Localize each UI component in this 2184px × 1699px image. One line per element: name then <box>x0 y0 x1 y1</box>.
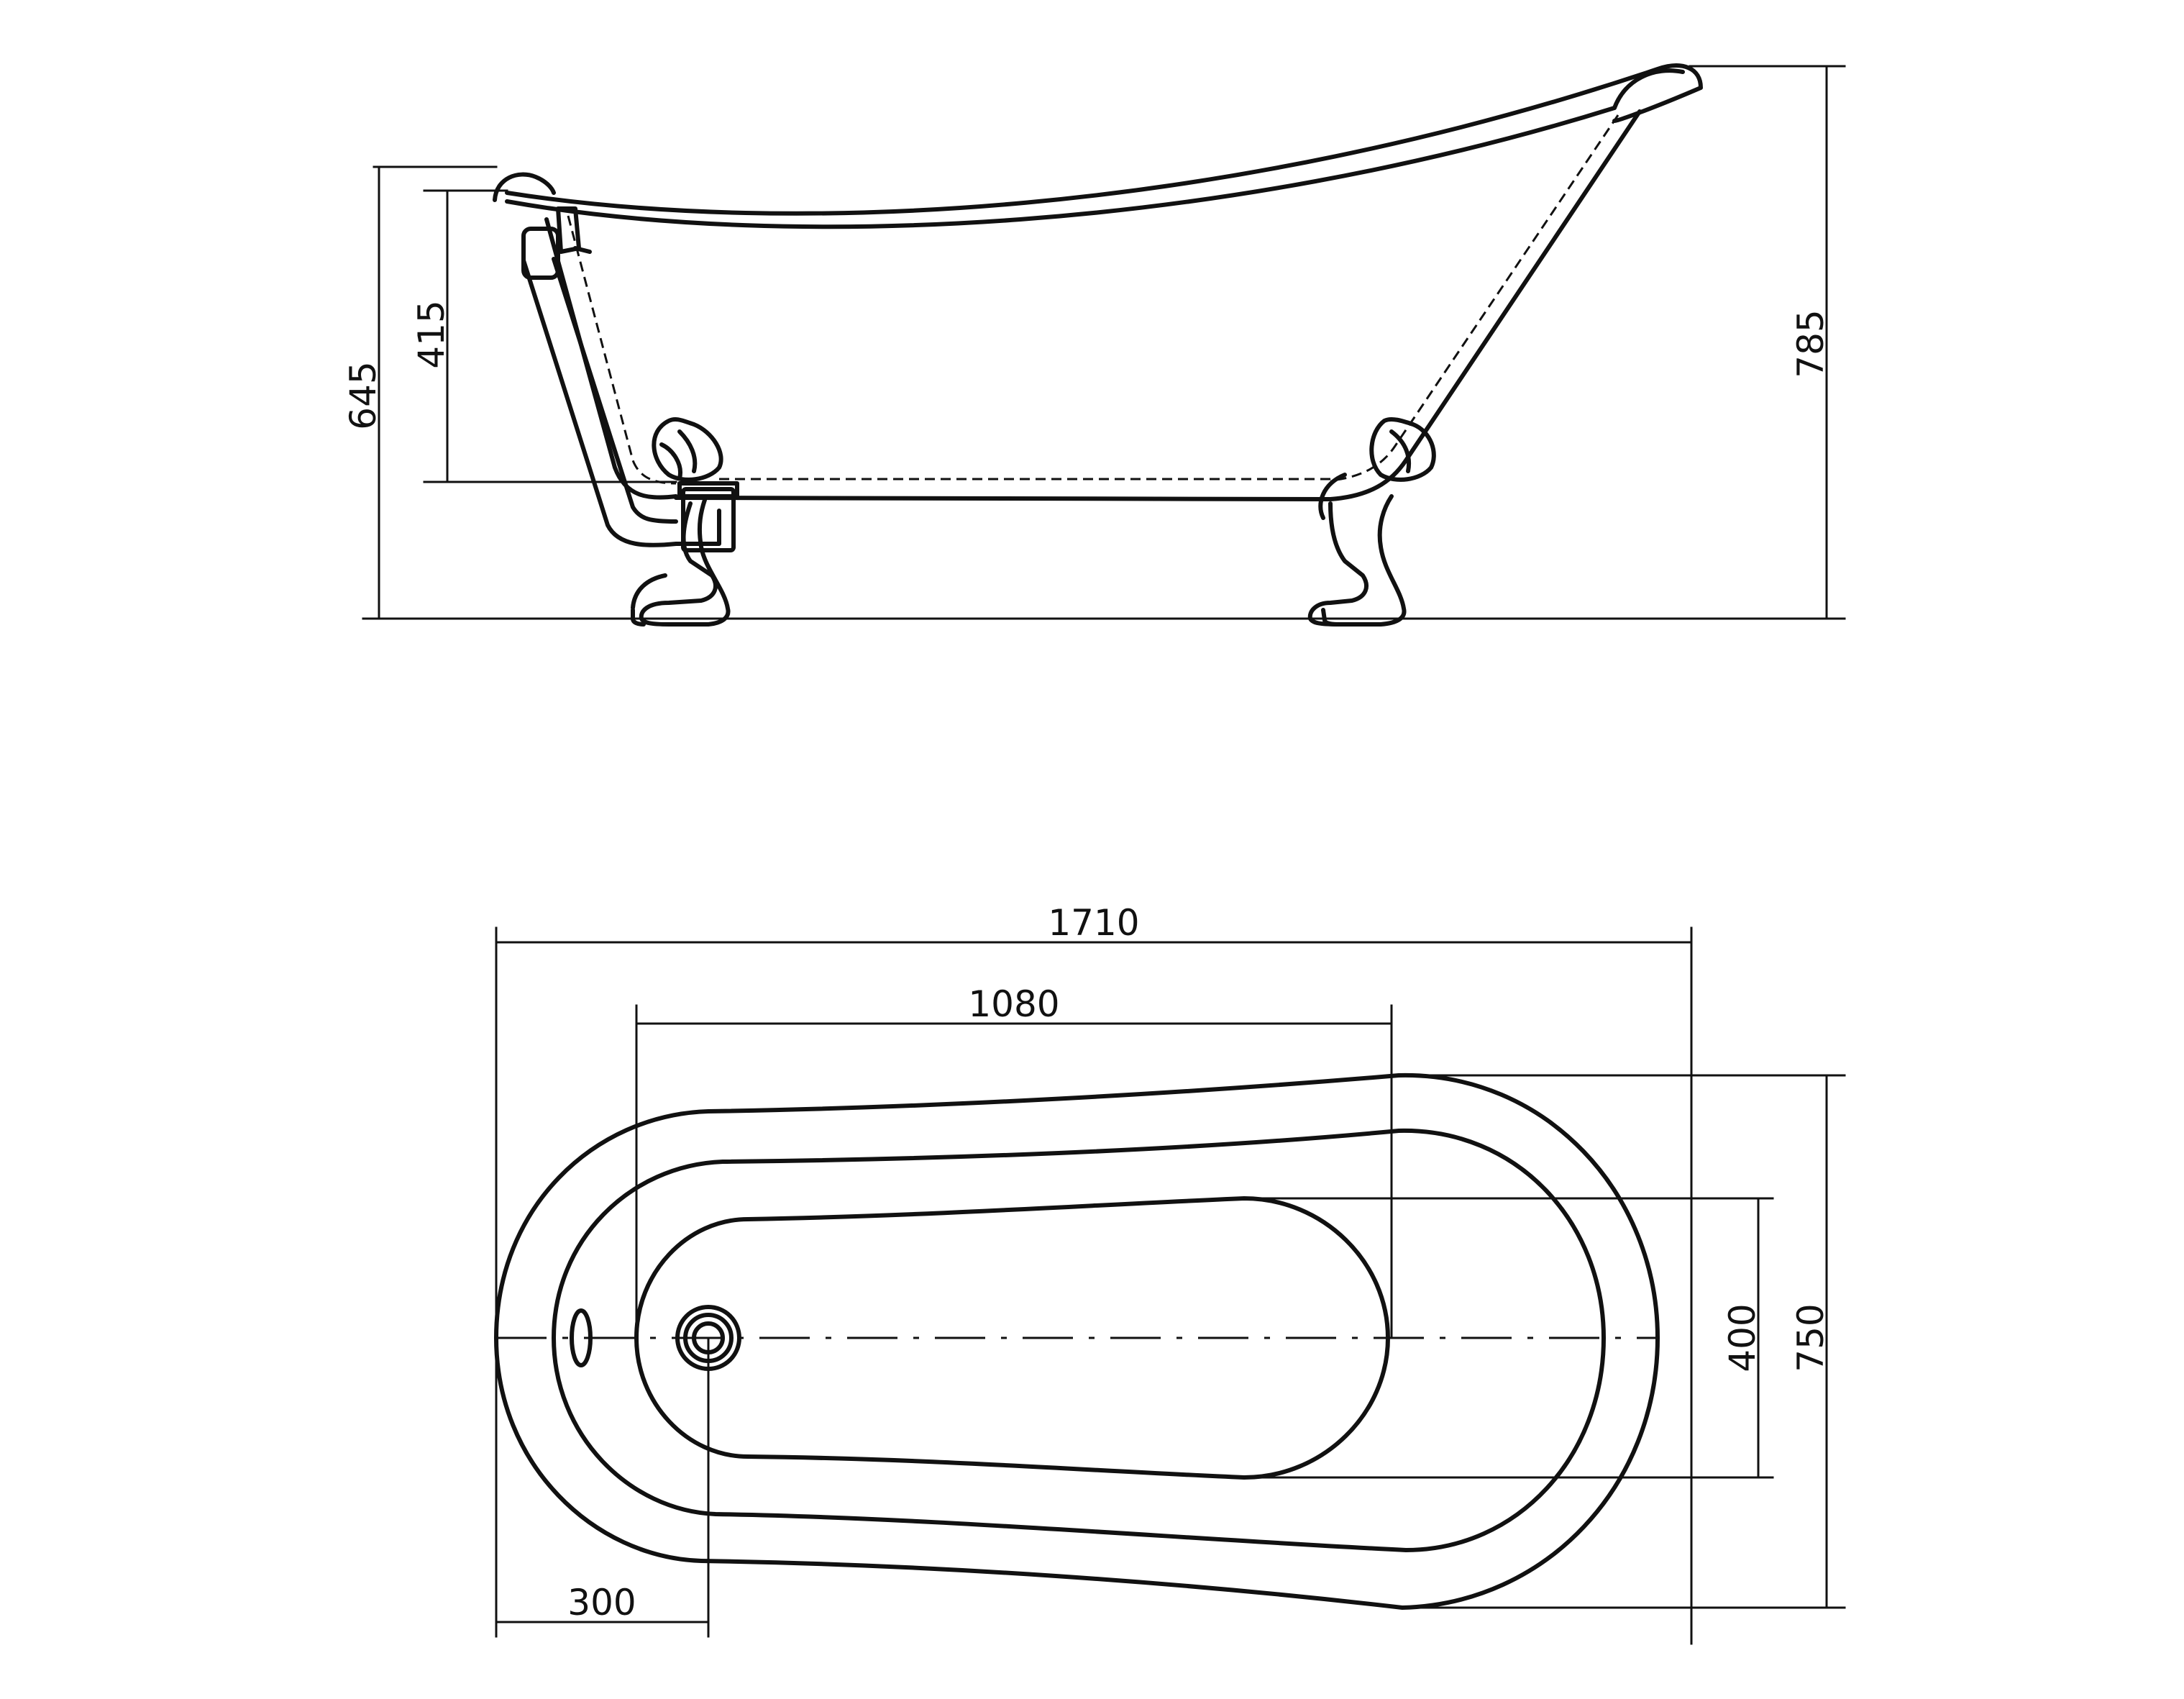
label-415: 415 <box>411 300 452 368</box>
claw-foot-left <box>631 416 731 627</box>
tub-bottom-outer <box>674 496 1333 501</box>
label-400: 400 <box>1722 1303 1763 1372</box>
tub-wall-right-outer <box>1328 109 1642 501</box>
waste-pipe-inner <box>552 257 678 524</box>
tub-wall-left-outer <box>544 217 678 500</box>
label-750: 750 <box>1790 1303 1832 1372</box>
waste-pipe <box>521 258 721 547</box>
drain-flange <box>677 481 739 498</box>
tub-basin <box>634 1196 1390 1480</box>
tub-rim-right-roll <box>1612 68 1685 110</box>
top-view: 1710 1080 300 400 750 <box>494 902 1846 1645</box>
label-785: 785 <box>1790 309 1832 378</box>
label-645: 645 <box>342 361 384 429</box>
side-dimensions: 645 415 785 <box>342 65 1846 620</box>
claw-foot-right <box>1307 416 1436 627</box>
tub-outline-rim <box>552 1128 1606 1552</box>
tub-wall-left-inner <box>567 215 677 485</box>
side-view: 645 415 785 <box>342 63 1846 627</box>
tub-rim-outer <box>505 63 1703 216</box>
overflow-handle <box>573 246 592 254</box>
tub-outline-outer <box>494 1072 1660 1610</box>
overflow-valve <box>556 206 581 254</box>
top-dimensions: 1710 1080 300 400 750 <box>495 902 1846 1645</box>
tub-rim-left-roll <box>493 172 556 202</box>
label-300: 300 <box>567 1582 636 1623</box>
label-1080: 1080 <box>968 983 1059 1025</box>
drain-box <box>681 487 736 552</box>
label-1710: 1710 <box>1048 902 1139 944</box>
overflow-fitting <box>521 227 560 280</box>
tub-rim-inner <box>505 106 1617 229</box>
